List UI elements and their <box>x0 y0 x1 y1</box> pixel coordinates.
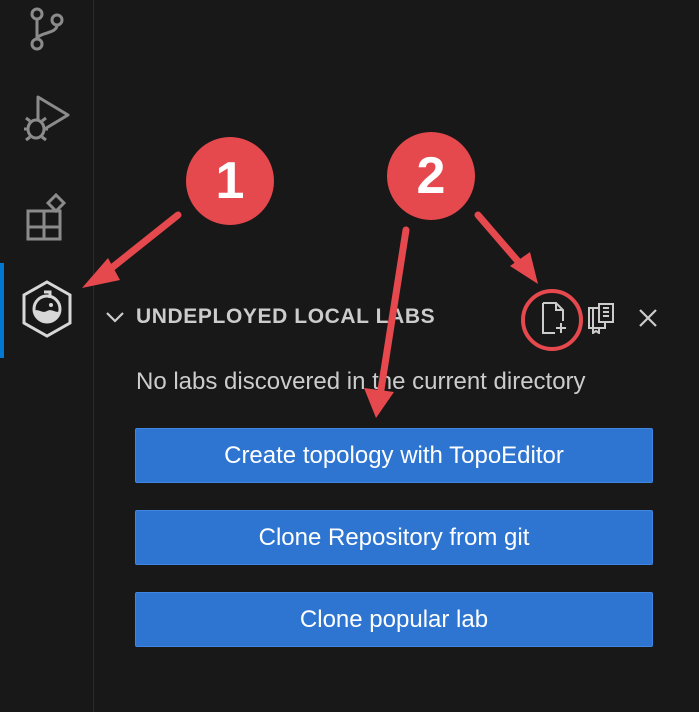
create-topology-button[interactable]: Create topology with TopoEditor <box>135 428 653 483</box>
close-icon <box>639 309 657 327</box>
empty-state-message: No labs discovered in the current direct… <box>136 368 586 395</box>
new-file-button[interactable] <box>536 300 572 336</box>
extensions-icon <box>26 192 66 241</box>
step-badge-2: 2 <box>387 132 475 220</box>
activity-bar <box>0 0 94 712</box>
activity-run-debug[interactable] <box>0 72 93 164</box>
step-badge-1: 1 <box>186 137 274 225</box>
containerlab-icon <box>22 280 71 338</box>
clone-repository-button[interactable]: Clone Repository from git <box>135 510 653 565</box>
activity-source-control[interactable] <box>0 0 93 74</box>
active-indicator <box>0 263 4 358</box>
clone-repo-button[interactable] <box>583 300 619 336</box>
run-debug-icon <box>23 95 69 142</box>
activity-extensions[interactable] <box>0 170 93 262</box>
clone-popular-lab-button[interactable]: Clone popular lab <box>135 592 653 647</box>
clone-repo-icon <box>588 303 614 334</box>
new-file-icon <box>542 302 566 334</box>
section-title: UNDEPLOYED LOCAL LABS <box>136 305 436 328</box>
chevron-down-icon[interactable] <box>104 306 126 328</box>
activity-containerlab[interactable] <box>0 263 93 355</box>
close-section-button[interactable] <box>630 300 666 336</box>
source-control-icon <box>30 7 63 51</box>
